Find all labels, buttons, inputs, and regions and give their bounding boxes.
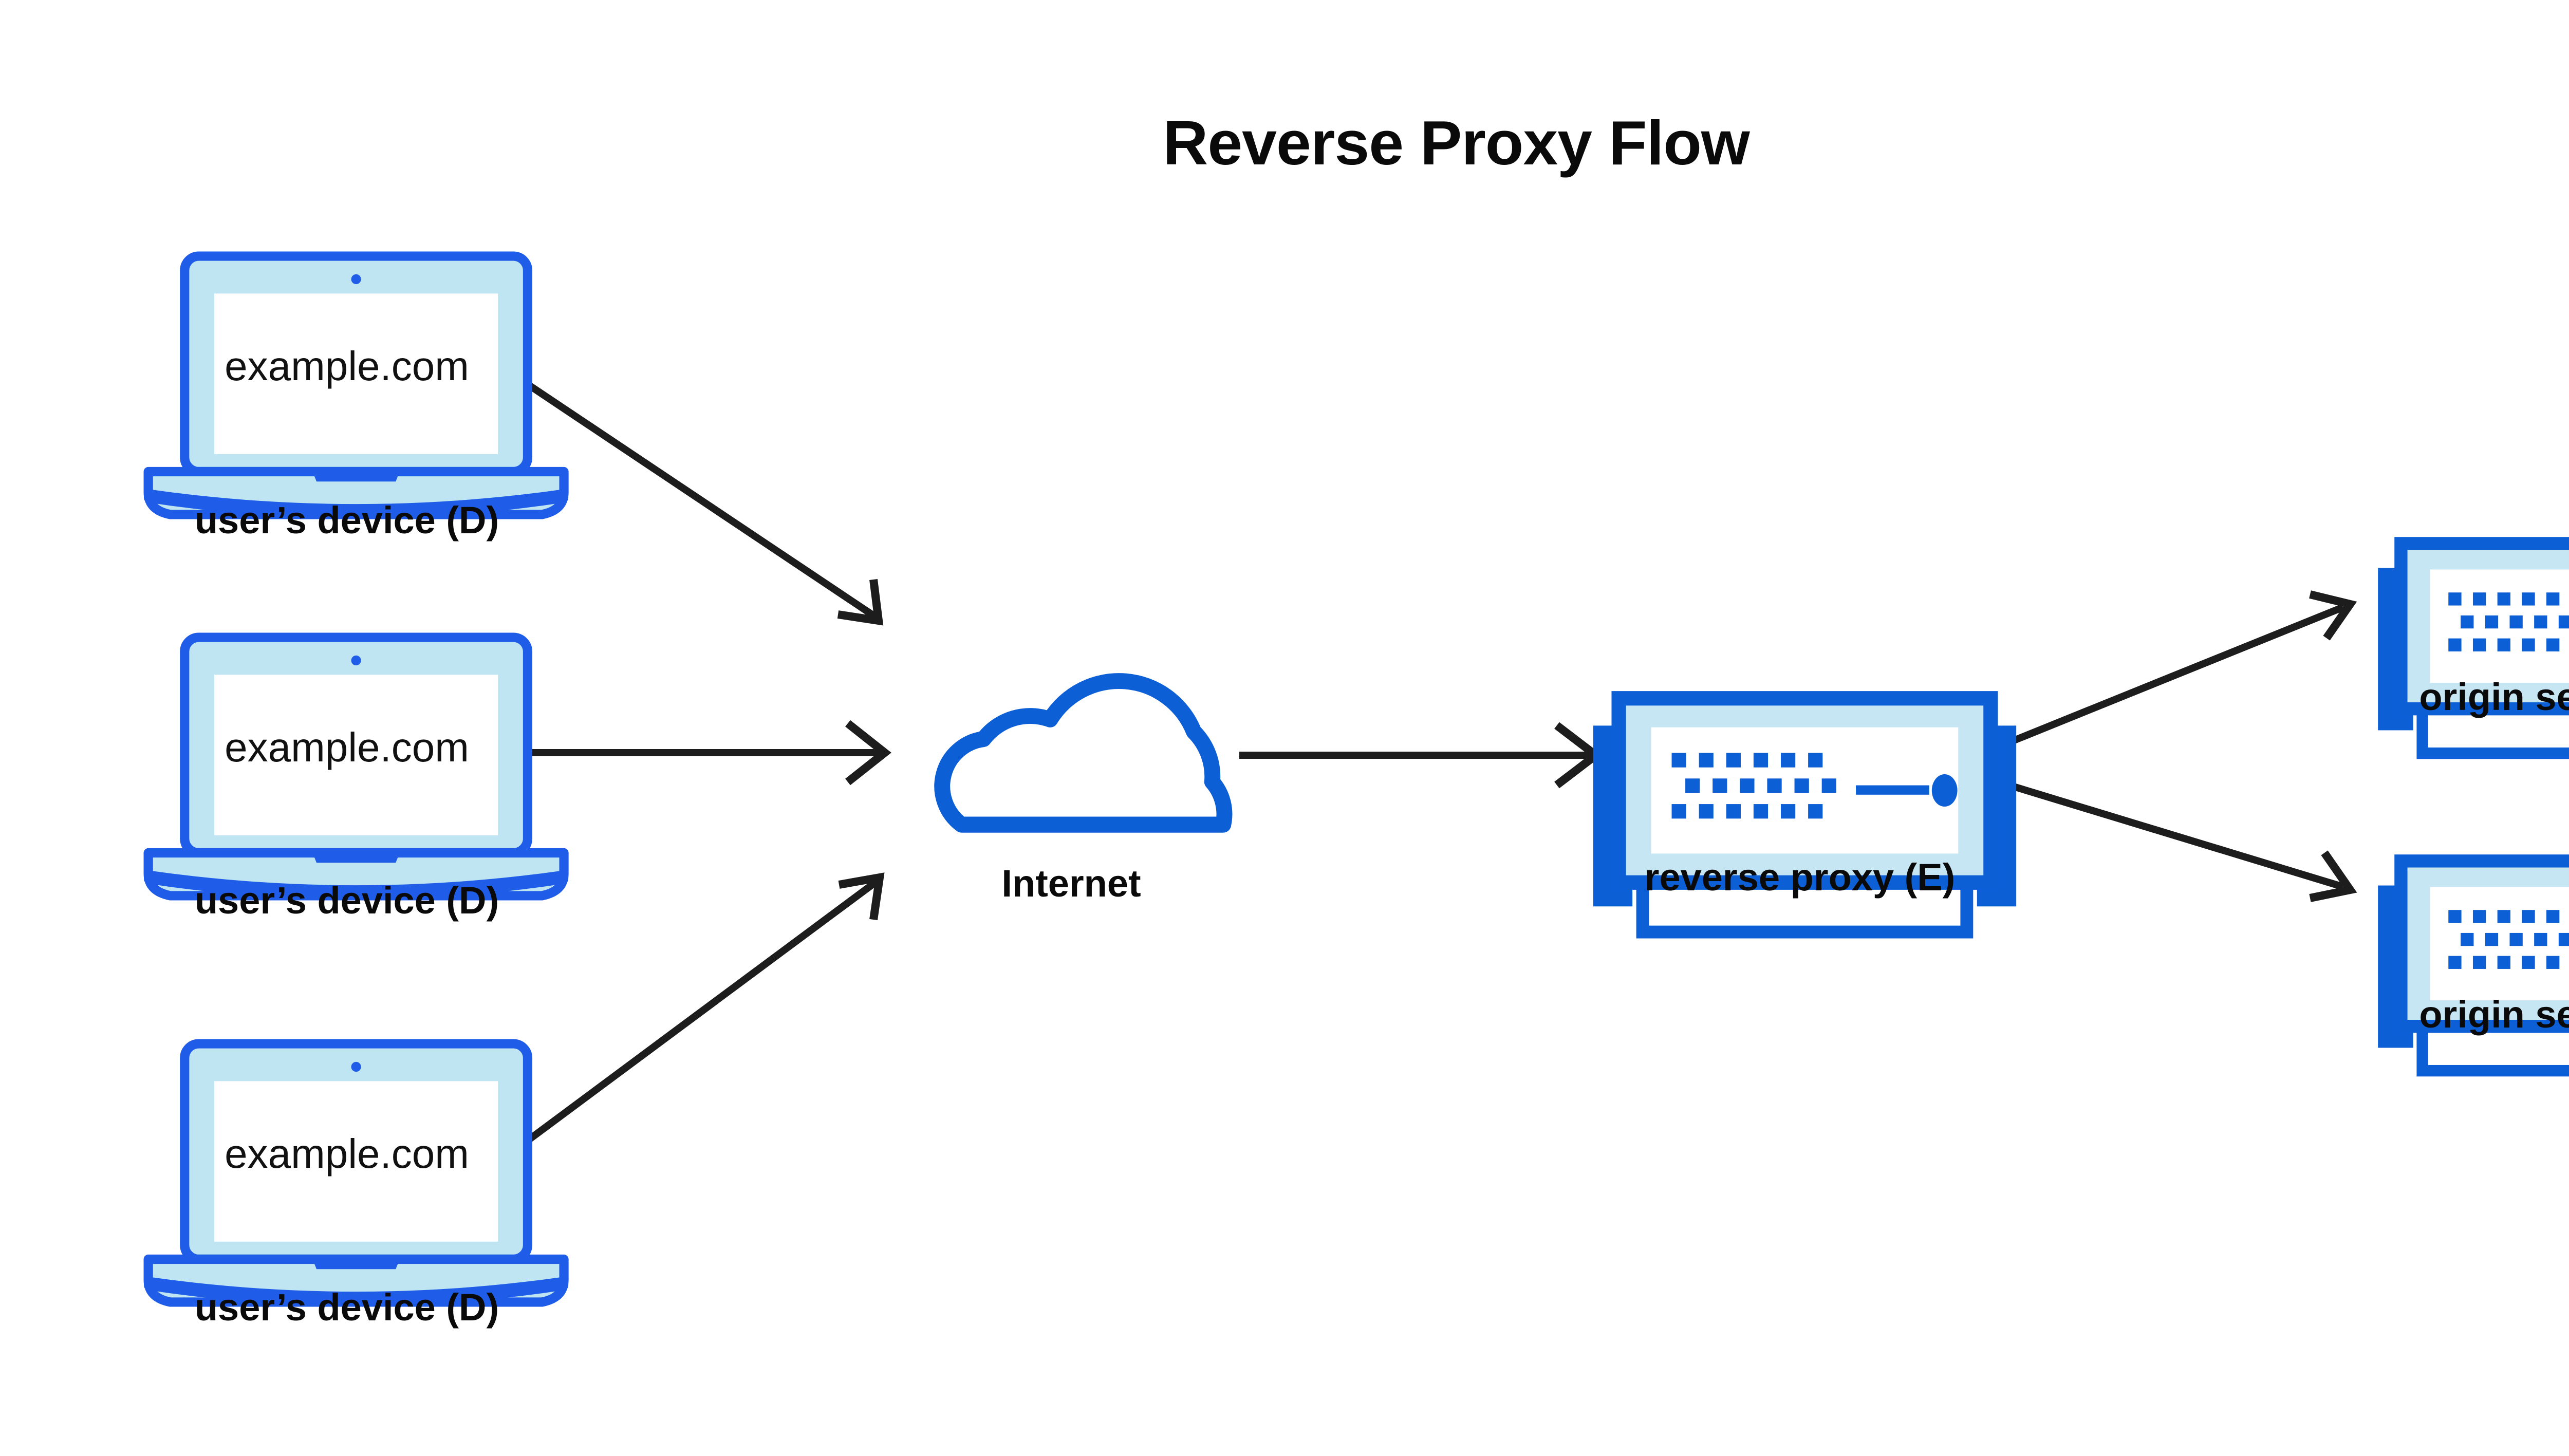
edge-client-top-to-internet bbox=[512, 372, 884, 626]
node-reverse-proxy[interactable]: reverse proxy (E) bbox=[1593, 698, 2016, 932]
edge-proxy-to-origin-bottom bbox=[1994, 777, 2357, 902]
edge-proxy-to-origin-top bbox=[1994, 590, 2357, 752]
node-origin-bottom[interactable]: origin server (F) bbox=[2378, 861, 2569, 1071]
node-client-bottom[interactable]: example.com user’s device (D) bbox=[148, 1044, 564, 1329]
node-origin-top[interactable]: origin server (F) bbox=[2378, 544, 2569, 753]
client-screen-text: example.com bbox=[225, 1131, 469, 1177]
client-bottom-label: user’s device (D) bbox=[195, 1286, 499, 1329]
server-icon bbox=[2378, 861, 2569, 1071]
origin-bottom-label: origin server (F) bbox=[2419, 993, 2569, 1036]
internet-label: Internet bbox=[1001, 862, 1141, 905]
client-screen-text: example.com bbox=[225, 724, 469, 770]
client-middle-label: user’s device (D) bbox=[195, 879, 499, 922]
node-client-middle[interactable]: example.com user’s device (D) bbox=[148, 638, 564, 922]
origin-top-label: origin server (F) bbox=[2419, 676, 2569, 718]
page-title: Reverse Proxy Flow bbox=[1163, 108, 1751, 178]
edge-client-bottom-to-internet bbox=[511, 872, 885, 1154]
node-internet[interactable]: Internet bbox=[942, 681, 1224, 905]
client-top-label: user’s device (D) bbox=[195, 499, 499, 542]
server-icon bbox=[2378, 544, 2569, 753]
reverse-proxy-label: reverse proxy (E) bbox=[1645, 856, 1956, 899]
edge-group bbox=[511, 372, 2357, 1154]
edge-client-middle-to-internet bbox=[511, 720, 891, 786]
client-screen-text: example.com bbox=[225, 343, 469, 389]
node-client-top[interactable]: example.com user’s device (D) bbox=[148, 256, 564, 542]
